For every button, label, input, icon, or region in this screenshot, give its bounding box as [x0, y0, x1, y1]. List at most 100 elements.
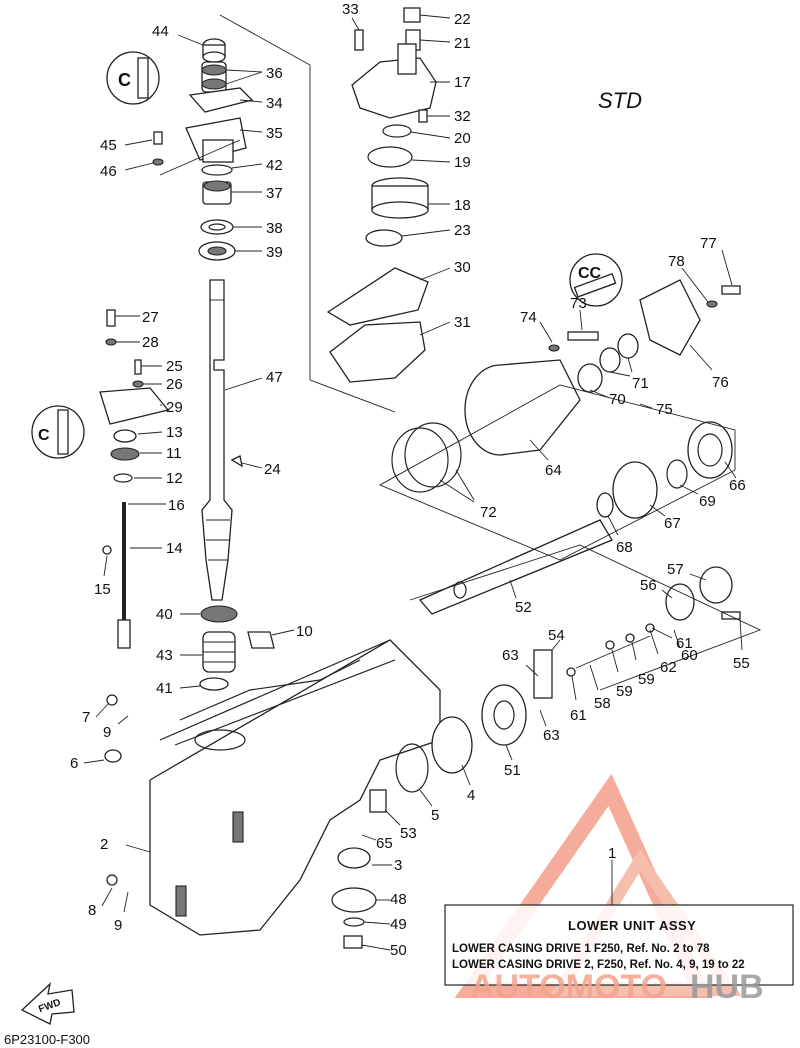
callout-61-a: 61 — [570, 707, 587, 724]
callout-56: 56 — [640, 577, 657, 594]
callout-54: 54 — [548, 627, 565, 644]
callout-4: 4 — [467, 787, 475, 804]
callout-15: 15 — [94, 581, 111, 598]
callout-17: 17 — [454, 74, 471, 91]
callout-29: 29 — [166, 399, 183, 416]
drive-shaft-assembly — [152, 38, 275, 691]
callout-61-b: 61 — [676, 635, 693, 652]
callout-73: 73 — [570, 295, 587, 312]
water-pump-assembly — [326, 7, 437, 383]
callout-77: 77 — [700, 235, 717, 252]
callout-66: 66 — [729, 477, 746, 494]
callout-68: 68 — [616, 539, 633, 556]
callout-22: 22 — [454, 11, 471, 28]
callout-13: 13 — [166, 424, 183, 441]
callout-19: 19 — [454, 154, 471, 171]
callout-24: 24 — [264, 461, 281, 478]
info-box-line2: LOWER CASING DRIVE 2, F250, Ref. No. 4, … — [452, 959, 745, 971]
fwd-arrow: FWD — [20, 982, 75, 1025]
info-box-line1: LOWER CASING DRIVE 1 F250, Ref. No. 2 to… — [452, 943, 710, 955]
callout-26: 26 — [166, 376, 183, 393]
callout-67: 67 — [664, 515, 681, 532]
callout-72: 72 — [480, 504, 497, 521]
callout-39: 39 — [266, 244, 283, 261]
variant-label: STD — [598, 88, 642, 113]
callout-2: 2 — [100, 836, 108, 853]
detail-inset-sealant-mid: C — [31, 405, 85, 459]
callout-11: 11 — [166, 445, 182, 462]
callout-42: 42 — [266, 157, 283, 174]
callout-32: 32 — [454, 108, 471, 125]
watermark-text-auto: AUTOMOTO — [470, 968, 667, 1006]
callout-10: 10 — [296, 623, 313, 640]
callout-12: 12 — [166, 470, 183, 487]
callout-31: 31 — [454, 314, 471, 331]
callout-20: 20 — [454, 130, 471, 147]
callout-37: 37 — [266, 185, 283, 202]
callout-64: 64 — [545, 462, 562, 479]
callout-labels: 1 2 3 4 5 6 7 8 9 9 10 11 12 13 14 15 16… — [70, 1, 750, 959]
callout-6: 6 — [70, 755, 78, 772]
callout-59-a: 59 — [616, 683, 633, 700]
info-box-title: LOWER UNIT ASSY — [568, 918, 696, 933]
callout-71: 71 — [632, 375, 649, 392]
callout-28: 28 — [142, 334, 159, 351]
svg-text:CC: CC — [578, 265, 602, 282]
callout-25: 25 — [166, 358, 183, 375]
callout-49: 49 — [390, 916, 407, 933]
shift-rod-assembly — [99, 309, 170, 649]
callout-46: 46 — [100, 163, 117, 180]
watermark-text-hub: HUB — [690, 968, 764, 1006]
detail-inset-sealant-top: C — [106, 51, 160, 105]
callout-58: 58 — [594, 695, 611, 712]
callout-59-b: 59 — [638, 671, 655, 688]
callout-70: 70 — [609, 391, 626, 408]
callout-9-bottom: 9 — [114, 917, 122, 934]
callout-21: 21 — [454, 35, 471, 52]
callout-63-b: 63 — [543, 727, 560, 744]
callout-74: 74 — [520, 309, 537, 326]
callout-76: 76 — [712, 374, 729, 391]
propeller-shaft-assembly — [331, 279, 741, 949]
callout-14: 14 — [166, 540, 183, 557]
callout-60: 60 — [681, 647, 698, 664]
lower-casing — [104, 639, 441, 936]
callout-38: 38 — [266, 220, 283, 237]
callout-9-top: 9 — [103, 724, 111, 741]
detail-inset-sealant-right: CC — [569, 253, 623, 307]
callout-55: 55 — [733, 655, 750, 672]
callout-41: 41 — [156, 680, 173, 697]
callout-69: 69 — [699, 493, 716, 510]
callout-52: 52 — [515, 599, 532, 616]
callout-75: 75 — [656, 401, 673, 418]
callout-30: 30 — [454, 259, 471, 276]
callout-43: 43 — [156, 647, 173, 664]
info-box: LOWER UNIT ASSY LOWER CASING DRIVE 1 F25… — [444, 904, 794, 986]
callout-50: 50 — [390, 942, 407, 959]
callout-40: 40 — [156, 606, 173, 623]
callout-53: 53 — [400, 825, 417, 842]
callout-18: 18 — [454, 197, 471, 214]
callout-47: 47 — [266, 369, 283, 386]
callout-62: 62 — [660, 659, 677, 676]
svg-text:C: C — [118, 70, 131, 90]
svg-text:C: C — [38, 427, 50, 444]
callout-3: 3 — [394, 857, 402, 874]
callout-57: 57 — [667, 561, 684, 578]
callout-16: 16 — [168, 497, 185, 514]
callout-63-a: 63 — [502, 647, 519, 664]
callout-36: 36 — [266, 65, 283, 82]
callout-1: 1 — [608, 845, 616, 862]
callout-65: 65 — [376, 835, 393, 852]
group-frames — [159, 14, 762, 691]
callout-27: 27 — [142, 309, 159, 326]
callout-78: 78 — [668, 253, 685, 270]
callout-23: 23 — [454, 222, 471, 239]
diagram-code: 6P23100-F300 — [4, 1032, 90, 1047]
callout-8: 8 — [88, 902, 96, 919]
callout-45: 45 — [100, 137, 117, 154]
callout-48: 48 — [390, 891, 407, 908]
callout-5: 5 — [431, 807, 439, 824]
callout-35: 35 — [266, 125, 283, 142]
